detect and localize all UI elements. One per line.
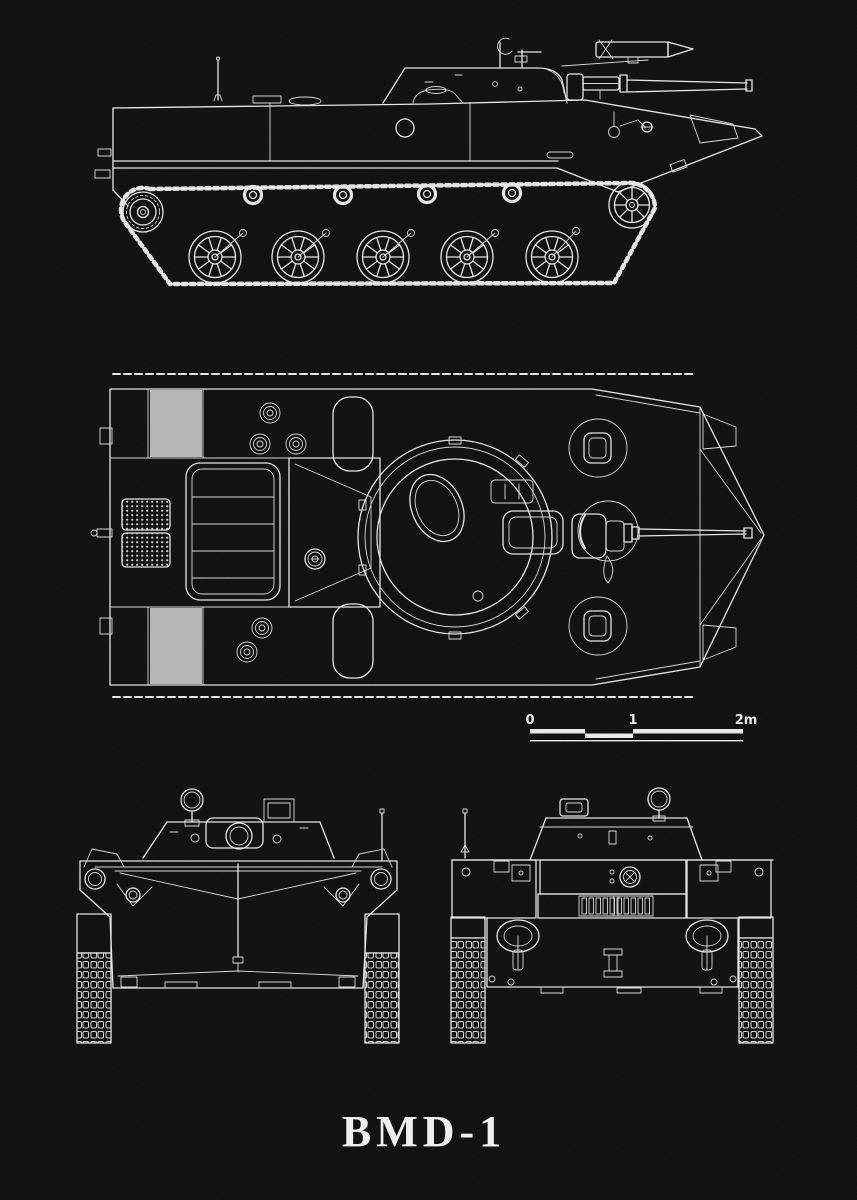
grain-overlay <box>0 0 857 1200</box>
blueprint-poster: 0 1 2m <box>0 0 857 1200</box>
blueprint-canvas: 0 1 2m <box>0 0 857 1200</box>
